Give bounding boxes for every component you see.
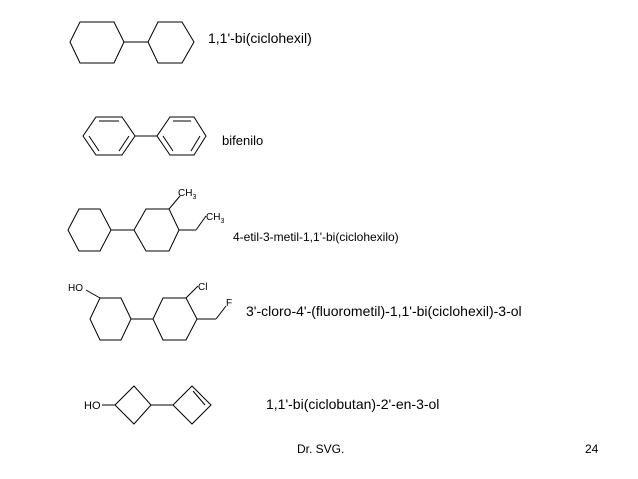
footer-page-number: 24 [585,442,599,456]
compound-name-2: bifenilo [222,133,264,148]
cl-label: Cl [198,282,207,293]
compound-name-1: 1,1'-bi(ciclohexil) [208,30,312,46]
ch3-lower-label: CH3 [206,212,224,225]
biphenyl-structure [82,116,207,156]
compound-name-4: 3'-cloro-4'-(fluorometil)-1,1'-bi(cicloh… [246,303,522,319]
bicyclobutenol-structure [102,385,212,425]
compound-name-5: 1,1'-bi(ciclobutan)-2'-en-3-ol [266,396,440,412]
footer-author: Dr. SVG. [297,442,345,456]
chloro-fluoromethyl-bicyclohexanol-structure [85,285,227,341]
ch3-upper-label: CH3 [178,188,196,201]
ho-label-compound4: HO [68,283,83,294]
f-label: F [226,298,232,309]
bicyclohexyl-structure [69,21,195,64]
ho-label-compound5: HO [84,400,101,412]
compound-name-3: 4-etil-3-metil-1,1'-bi(ciclohexilo) [233,230,399,244]
ethyl-methyl-bicyclohexyl-structure [67,195,207,252]
